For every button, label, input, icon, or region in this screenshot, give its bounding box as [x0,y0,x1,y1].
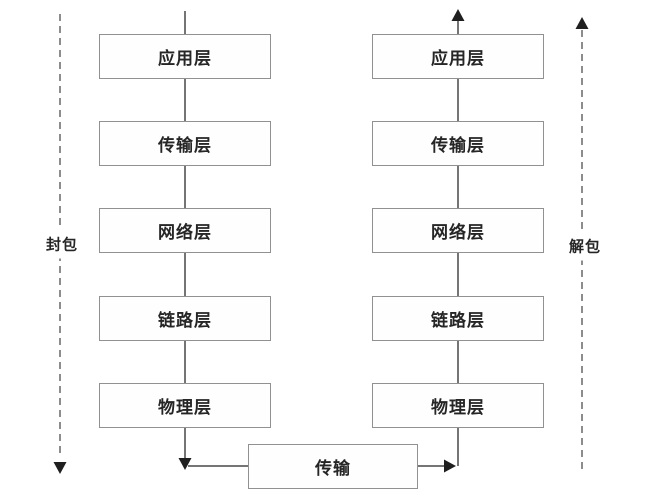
right-layer-box-physical: 物理层 [372,383,544,428]
right-column-up-arrowhead [451,9,465,21]
transmission-box: 传输 [248,444,418,489]
right-layer-box-link: 链路层 [372,296,544,341]
left-layer-box-network: 网络层 [99,208,271,253]
left-layer-box-physical: 物理层 [99,383,271,428]
right-layer-box-application: 应用层 [372,34,544,79]
left-layer-box-link: 链路层 [99,296,271,341]
encapsulation-down-arrowhead [53,462,67,474]
transmission-right-arrowhead [444,459,456,473]
left-column-down-arrowhead [178,458,192,470]
left-layer-box-application: 应用层 [99,34,271,79]
right-layer-box-network: 网络层 [372,208,544,253]
right-layer-box-transport: 传输层 [372,121,544,166]
encapsulation-label: 封包 [43,229,81,259]
decapsulation-up-arrowhead [575,17,589,29]
decapsulation-label: 解包 [566,231,604,261]
left-layer-box-transport: 传输层 [99,121,271,166]
